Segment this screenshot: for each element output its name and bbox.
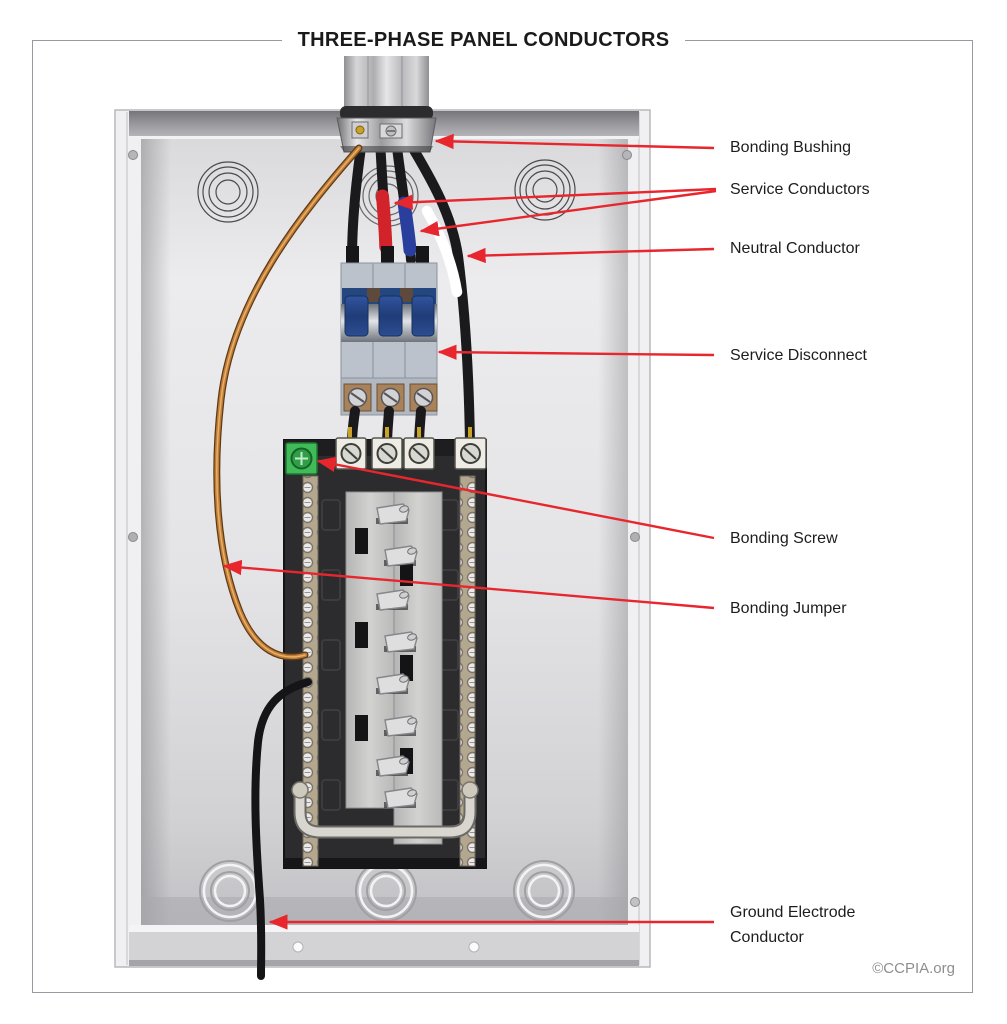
copyright-text: ©CCPIA.org bbox=[872, 960, 955, 977]
label-ground-electrode-conductor: Ground Electrode Conductor bbox=[730, 904, 856, 946]
arrow-bonding-jumper bbox=[222, 559, 715, 610]
phase-tape-red bbox=[376, 189, 393, 254]
panel-chassis bbox=[283, 427, 487, 869]
bonding-bushing bbox=[336, 106, 437, 153]
label-neutral-conductor: Neutral Conductor bbox=[730, 240, 860, 257]
arrow-service-disconnect bbox=[437, 344, 715, 360]
main-lugs bbox=[335, 427, 487, 470]
callout-arrows bbox=[222, 133, 717, 930]
label-service-conductors: Service Conductors bbox=[730, 181, 870, 198]
label-service-disconnect: Service Disconnect bbox=[730, 347, 867, 364]
service-disconnect-breaker bbox=[340, 246, 438, 449]
flange-screws bbox=[128, 150, 640, 953]
ground-strap bbox=[291, 781, 479, 839]
arrow-service-conductor-b bbox=[419, 189, 717, 237]
phase-tape-blue bbox=[397, 196, 417, 257]
label-bonding-jumper: Bonding Jumper bbox=[730, 600, 847, 617]
bonding-jumper-wire bbox=[213, 144, 363, 661]
arrow-service-conductor-a bbox=[393, 187, 717, 210]
arrow-bonding-screw bbox=[316, 456, 715, 540]
neutral-tape-white bbox=[421, 205, 463, 298]
neutral-bar-right bbox=[459, 475, 476, 867]
label-bonding-screw: Bonding Screw bbox=[730, 530, 838, 547]
neutral-conductor-wire bbox=[403, 135, 475, 449]
label-bonding-bushing: Bonding Bushing bbox=[730, 139, 851, 156]
arrow-neutral-conductor bbox=[466, 247, 715, 264]
bonding-screw bbox=[285, 442, 318, 475]
arrow-bonding-bushing bbox=[434, 133, 715, 150]
bus-bar bbox=[345, 491, 443, 845]
ground-electrode-wire bbox=[251, 678, 312, 980]
